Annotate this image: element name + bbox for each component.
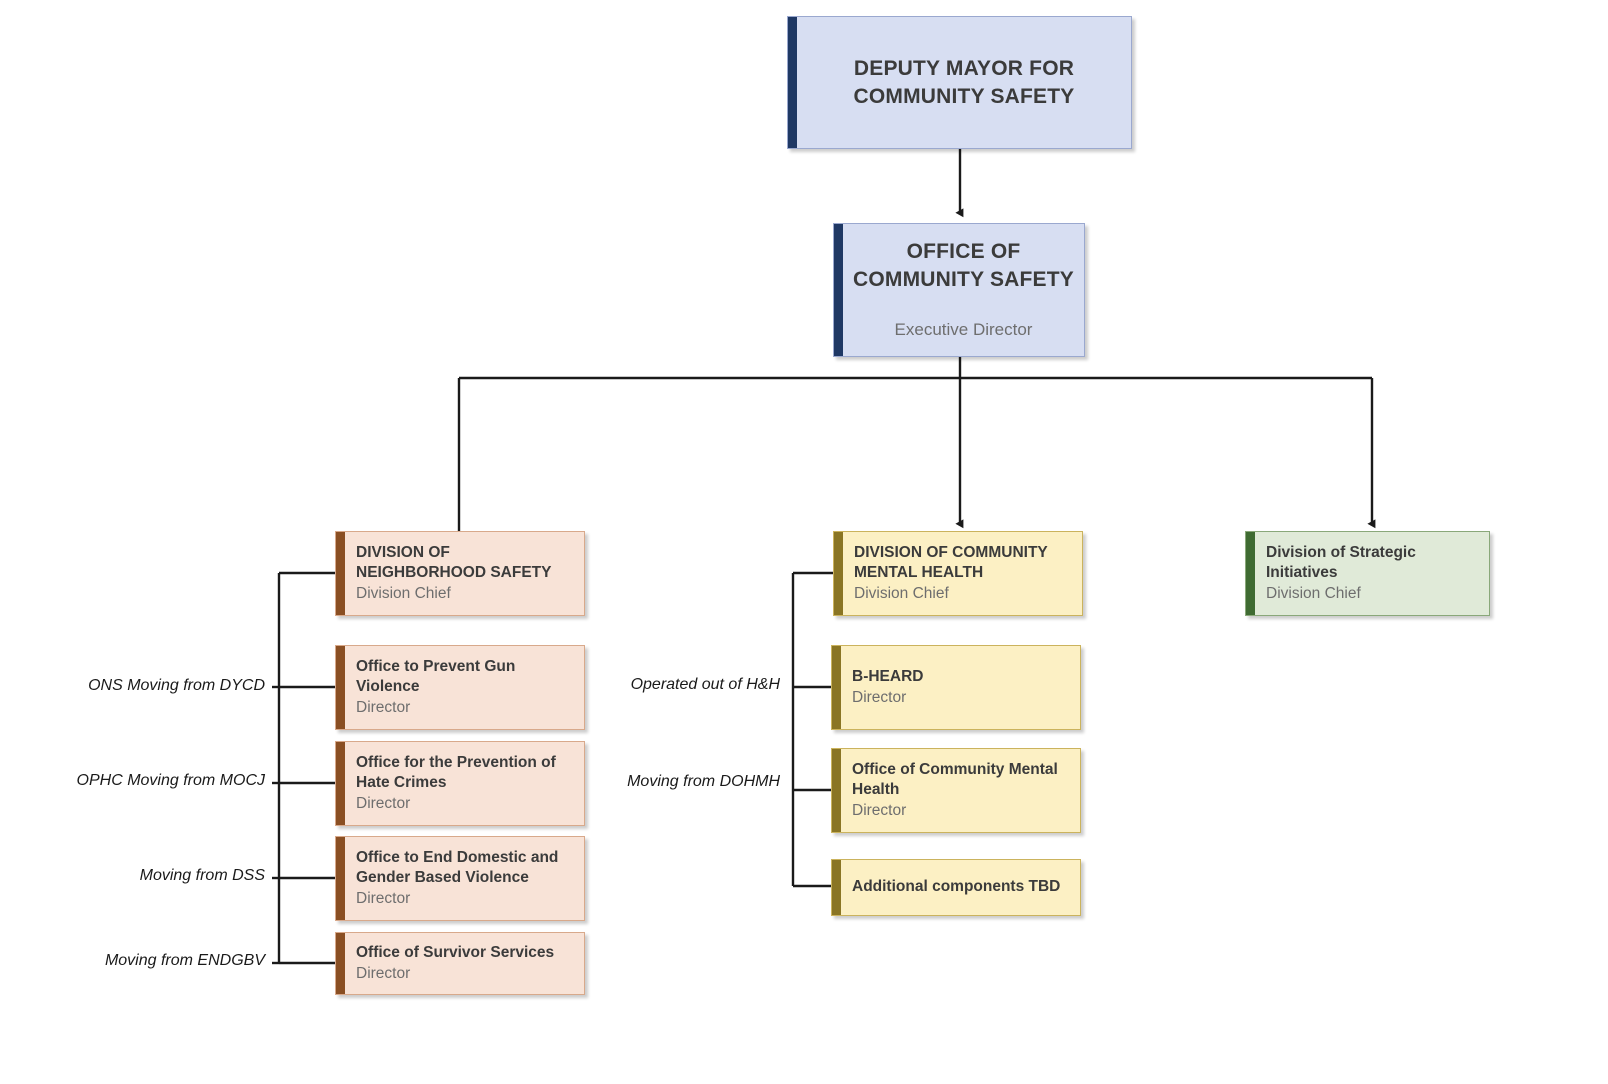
node-body: Office of Survivor Services Director xyxy=(336,943,584,984)
accent-bar-office-community-safety xyxy=(834,224,843,356)
node-body: Division of Strategic Initiatives Divisi… xyxy=(1246,543,1489,605)
node-body: B-HEARD Director xyxy=(832,667,1080,708)
node-title: Office to End Domestic and Gender Based … xyxy=(356,848,559,887)
node-title: DIVISION OF NEIGHBORHOOD SAFETY xyxy=(356,543,552,582)
annotation-operated-out-of-hh: Operated out of H&H xyxy=(630,676,780,693)
annotation-moving-from-dohmh: Moving from DOHMH xyxy=(627,773,780,790)
node-deputy-mayor[interactable]: DEPUTY MAYOR FOR COMMUNITY SAFETY xyxy=(787,16,1132,149)
node-title: Office of Survivor Services xyxy=(356,943,555,961)
node-subtitle: Director xyxy=(356,794,411,812)
accent-bar-office-community-mh xyxy=(832,749,841,832)
node-body: DIVISION OF COMMUNITY MENTAL HEALTH Divi… xyxy=(834,543,1082,605)
node-b-heard[interactable]: B-HEARD Director xyxy=(831,645,1081,730)
node-subtitle: Director xyxy=(356,698,411,716)
node-body: DEPUTY MAYOR FOR COMMUNITY SAFETY xyxy=(788,55,1131,111)
node-subtitle: Director xyxy=(356,964,411,982)
node-division-of-community-mental-health[interactable]: DIVISION OF COMMUNITY MENTAL HEALTH Divi… xyxy=(833,531,1083,616)
accent-bar-b-heard xyxy=(832,646,841,729)
annotation-ons-moving-from-dycd: ONS Moving from DYCD xyxy=(88,677,265,694)
node-title: Additional components TBD xyxy=(852,878,1061,896)
node-title: Office of Community Mental Health xyxy=(852,760,1058,799)
node-title: DEPUTY MAYOR FOR COMMUNITY SAFETY xyxy=(853,56,1075,108)
accent-bar-gun-violence xyxy=(336,646,345,729)
node-body: DIVISION OF NEIGHBORHOOD SAFETY Division… xyxy=(336,543,584,605)
accent-bar-deputy-mayor xyxy=(788,17,797,148)
node-body: Office to Prevent Gun Violence Director xyxy=(336,657,584,719)
node-body: OFFICE OF COMMUNITY SAFETY Executive Dir… xyxy=(834,238,1084,341)
node-title: DIVISION OF COMMUNITY MENTAL HEALTH xyxy=(854,543,1048,582)
node-subtitle: Director xyxy=(356,889,411,907)
node-title: OFFICE OF COMMUNITY SAFETY xyxy=(853,240,1074,292)
annotation-moving-from-endgbv: Moving from ENDGBV xyxy=(104,952,265,969)
node-office-for-the-prevention-of-hate-crimes[interactable]: Office for the Prevention of Hate Crimes… xyxy=(335,741,585,826)
node-office-of-community-safety[interactable]: OFFICE OF COMMUNITY SAFETY Executive Dir… xyxy=(833,223,1085,357)
node-division-of-neighborhood-safety[interactable]: DIVISION OF NEIGHBORHOOD SAFETY Division… xyxy=(335,531,585,616)
node-body: Office to End Domestic and Gender Based … xyxy=(336,848,584,910)
node-subtitle: Division Chief xyxy=(1266,584,1361,602)
node-office-of-community-mental-health[interactable]: Office of Community Mental Health Direct… xyxy=(831,748,1081,833)
node-title: Office to Prevent Gun Violence xyxy=(356,657,516,696)
node-title: B-HEARD xyxy=(852,667,924,685)
accent-bar-neighborhood-safety xyxy=(336,532,345,615)
node-title: Division of Strategic Initiatives xyxy=(1266,543,1416,582)
node-subtitle: Executive Director xyxy=(894,320,1033,340)
accent-bar-survivor-services xyxy=(336,933,345,994)
node-office-to-end-domestic-and-gender-based-violence[interactable]: Office to End Domestic and Gender Based … xyxy=(335,836,585,921)
accent-bar-additional-components xyxy=(832,860,841,915)
node-subtitle: Director xyxy=(852,688,907,706)
node-office-to-prevent-gun-violence[interactable]: Office to Prevent Gun Violence Director xyxy=(335,645,585,730)
node-body: Additional components TBD xyxy=(832,877,1080,898)
node-subtitle: Director xyxy=(852,801,907,819)
annotation-ophc-moving-from-mocj: OPHC Moving from MOCJ xyxy=(76,772,265,789)
node-title: Office for the Prevention of Hate Crimes xyxy=(356,753,556,792)
accent-bar-domestic-violence xyxy=(336,837,345,920)
node-body: Office of Community Mental Health Direct… xyxy=(832,760,1080,822)
node-body: Office for the Prevention of Hate Crimes… xyxy=(336,753,584,815)
annotation-moving-from-dss: Moving from DSS xyxy=(139,867,265,884)
node-office-of-survivor-services[interactable]: Office of Survivor Services Director xyxy=(335,932,585,995)
accent-bar-strategic-initiatives xyxy=(1246,532,1255,615)
accent-bar-community-mental-health xyxy=(834,532,843,615)
node-division-of-strategic-initiatives[interactable]: Division of Strategic Initiatives Divisi… xyxy=(1245,531,1490,616)
node-subtitle: Division Chief xyxy=(356,584,451,602)
node-subtitle: Division Chief xyxy=(854,584,949,602)
node-additional-components-tbd[interactable]: Additional components TBD xyxy=(831,859,1081,916)
accent-bar-hate-crimes xyxy=(336,742,345,825)
